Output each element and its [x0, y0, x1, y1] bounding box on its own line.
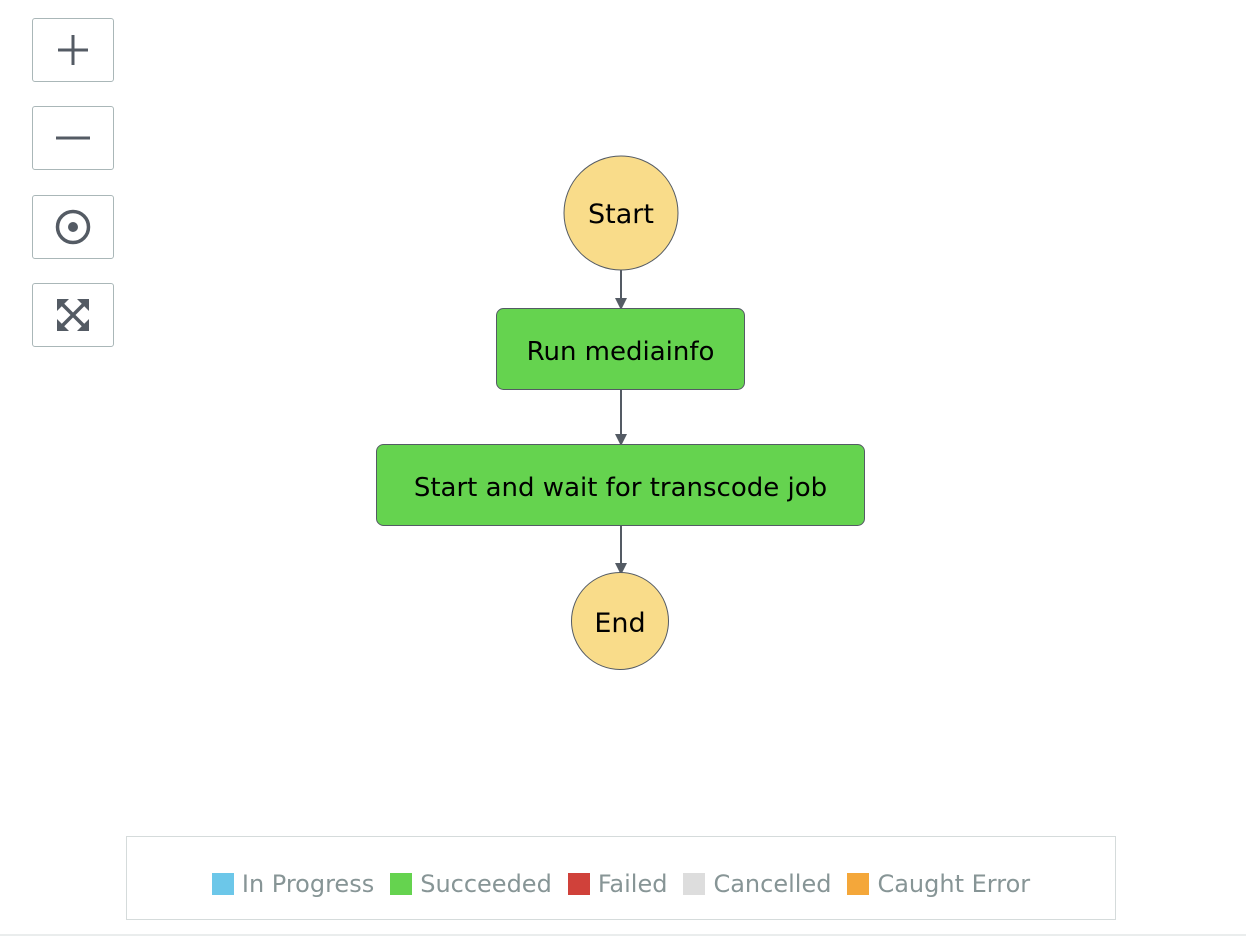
legend-label: Caught Error	[877, 870, 1031, 898]
node-run-mediainfo-label: Run mediainfo	[527, 337, 715, 367]
target-icon	[55, 209, 91, 245]
legend-label: In Progress	[241, 870, 375, 898]
legend-label: Succeeded	[420, 870, 552, 898]
node-end-label: End	[594, 608, 645, 639]
legend-item-caught-error: Caught Error	[847, 870, 1030, 898]
node-start-label: Start	[588, 199, 654, 230]
status-legend: In Progress Succeeded Failed Cancelled C…	[126, 836, 1116, 920]
node-start[interactable]: Start	[563, 155, 679, 271]
legend-item-failed: Failed	[567, 870, 668, 898]
legend-swatch	[567, 873, 590, 895]
minus-icon	[56, 136, 90, 140]
legend-swatch	[847, 873, 870, 895]
legend-label: Failed	[597, 870, 668, 898]
fit-to-screen-button[interactable]	[32, 283, 114, 347]
legend-swatch	[211, 873, 234, 895]
node-end[interactable]: End	[571, 572, 669, 670]
legend-item-succeeded: Succeeded	[390, 870, 552, 898]
zoom-out-button[interactable]	[32, 106, 114, 170]
node-run-mediainfo[interactable]: Run mediainfo	[496, 308, 745, 390]
node-transcode-job[interactable]: Start and wait for transcode job	[376, 444, 865, 526]
bottom-divider	[0, 934, 1246, 936]
legend-swatch	[683, 873, 706, 895]
zoom-in-button[interactable]	[32, 18, 114, 82]
legend-label: Cancelled	[713, 870, 832, 898]
node-transcode-job-label: Start and wait for transcode job	[414, 473, 827, 503]
legend-swatch	[390, 873, 413, 895]
expand-icon	[57, 299, 89, 331]
center-button[interactable]	[32, 195, 114, 259]
legend-item-cancelled: Cancelled	[683, 870, 831, 898]
legend-item-in-progress: In Progress	[211, 870, 375, 898]
workflow-diagram: Start Run mediainfo Start and wait for t…	[376, 155, 865, 670]
plus-icon	[58, 35, 88, 65]
